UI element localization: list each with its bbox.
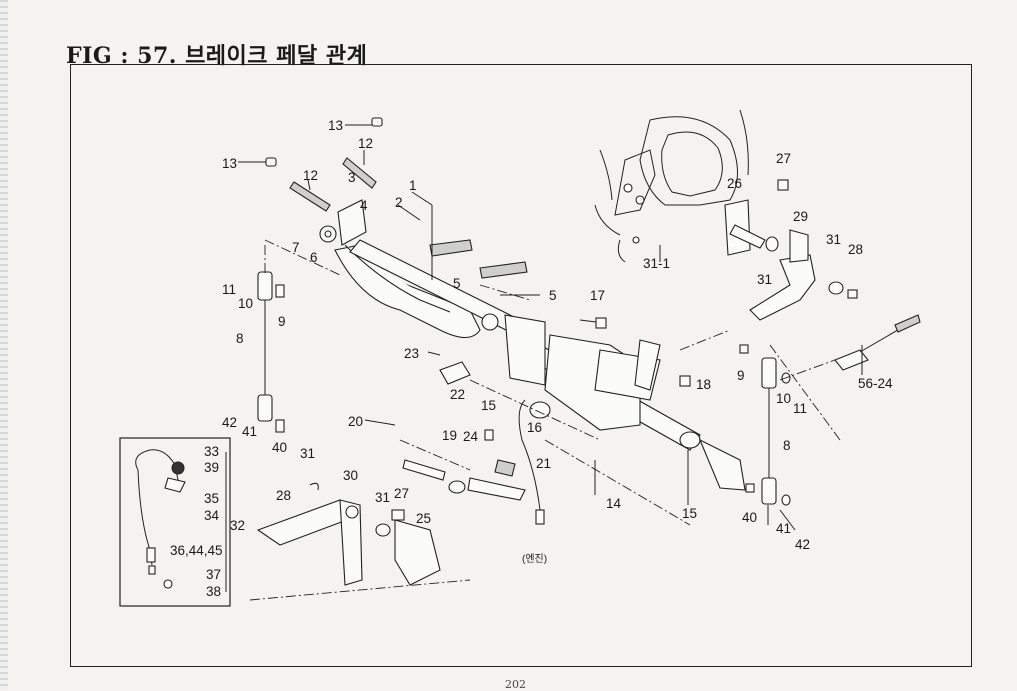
right-side-assembly bbox=[724, 179, 921, 506]
part-label: 27 bbox=[776, 151, 791, 166]
part-label: 9 bbox=[737, 368, 745, 383]
part-label: 11 bbox=[222, 282, 236, 297]
part-label: 12 bbox=[303, 168, 318, 183]
part-label: 35 bbox=[204, 491, 219, 506]
part-label: 39 bbox=[204, 460, 219, 475]
inset-cable-detail bbox=[119, 437, 231, 607]
part-label: 12 bbox=[358, 136, 373, 151]
diagram-frame bbox=[70, 64, 972, 667]
center-cross-shaft bbox=[504, 314, 746, 491]
part-label: 31 bbox=[826, 232, 841, 247]
part-label: 41 bbox=[242, 424, 257, 439]
part-label: 5 bbox=[453, 276, 461, 291]
part-label: 20 bbox=[348, 414, 363, 429]
page-number: 202 bbox=[505, 678, 526, 691]
part-label: 32 bbox=[230, 518, 245, 533]
part-label: 4 bbox=[360, 198, 368, 213]
part-label: 8 bbox=[783, 438, 791, 453]
part-label: 40 bbox=[742, 510, 757, 525]
part-label: 19 bbox=[442, 428, 457, 443]
part-label: 28 bbox=[848, 242, 863, 257]
part-label: 6 bbox=[310, 250, 318, 265]
part-label: 2 bbox=[395, 195, 403, 210]
part-label: 26 bbox=[727, 176, 742, 191]
part-label: 16 bbox=[527, 420, 542, 435]
part-label: 38 bbox=[206, 584, 221, 599]
part-label: 36,44,45 bbox=[170, 543, 223, 558]
part-label: 34 bbox=[204, 508, 220, 523]
part-label: 11 bbox=[793, 401, 807, 416]
part-label: 22 bbox=[450, 387, 465, 402]
part-label: 14 bbox=[606, 496, 622, 511]
part-label: 31 bbox=[375, 490, 390, 505]
part-label: 17 bbox=[590, 288, 605, 303]
part-label: 33 bbox=[204, 444, 219, 459]
middle-link-parts bbox=[402, 361, 545, 525]
part-label: 3 bbox=[348, 170, 356, 185]
part-label: 24 bbox=[463, 429, 479, 444]
part-label: 31-1 bbox=[643, 256, 670, 271]
part-label: 15 bbox=[682, 506, 697, 521]
part-label: 40 bbox=[272, 440, 287, 455]
part-label: 13 bbox=[222, 156, 237, 171]
part-label: 56-24 bbox=[858, 376, 893, 391]
part-label: 31 bbox=[757, 272, 772, 287]
part-label: 7 bbox=[292, 240, 300, 255]
part-label: 5 bbox=[549, 288, 557, 303]
part-label: 42 bbox=[795, 537, 810, 552]
part-label: 37 bbox=[206, 567, 221, 582]
scan-edge bbox=[0, 0, 8, 690]
engine-note: (엔진) bbox=[522, 553, 547, 565]
left-pedal-assembly bbox=[257, 117, 528, 433]
part-label: 23 bbox=[404, 346, 419, 361]
part-label: 30 bbox=[343, 468, 358, 483]
part-label: 9 bbox=[278, 314, 286, 329]
reference-lines bbox=[238, 124, 863, 601]
part-label: 28 bbox=[276, 488, 291, 503]
lower-lever-assembly bbox=[256, 482, 441, 586]
part-label: 27 bbox=[394, 486, 409, 501]
part-label: 25 bbox=[416, 511, 431, 526]
part-label: 1 bbox=[409, 178, 417, 193]
part-labels: 13 12 13 12 1 3 2 4 7 6 5 5 11 10 9 8 42… bbox=[170, 118, 893, 599]
part-label: 29 bbox=[793, 209, 808, 224]
part-label: 10 bbox=[776, 391, 791, 406]
part-label: 31 bbox=[300, 446, 315, 461]
part-label: 41 bbox=[776, 521, 791, 536]
part-label: 21 bbox=[536, 456, 551, 471]
part-label: 15 bbox=[481, 398, 496, 413]
part-label: 10 bbox=[238, 296, 253, 311]
engine-housing bbox=[594, 109, 749, 263]
part-label: 8 bbox=[236, 331, 244, 346]
part-label: 13 bbox=[328, 118, 343, 133]
part-label: 18 bbox=[696, 377, 711, 392]
part-label: 42 bbox=[222, 415, 237, 430]
